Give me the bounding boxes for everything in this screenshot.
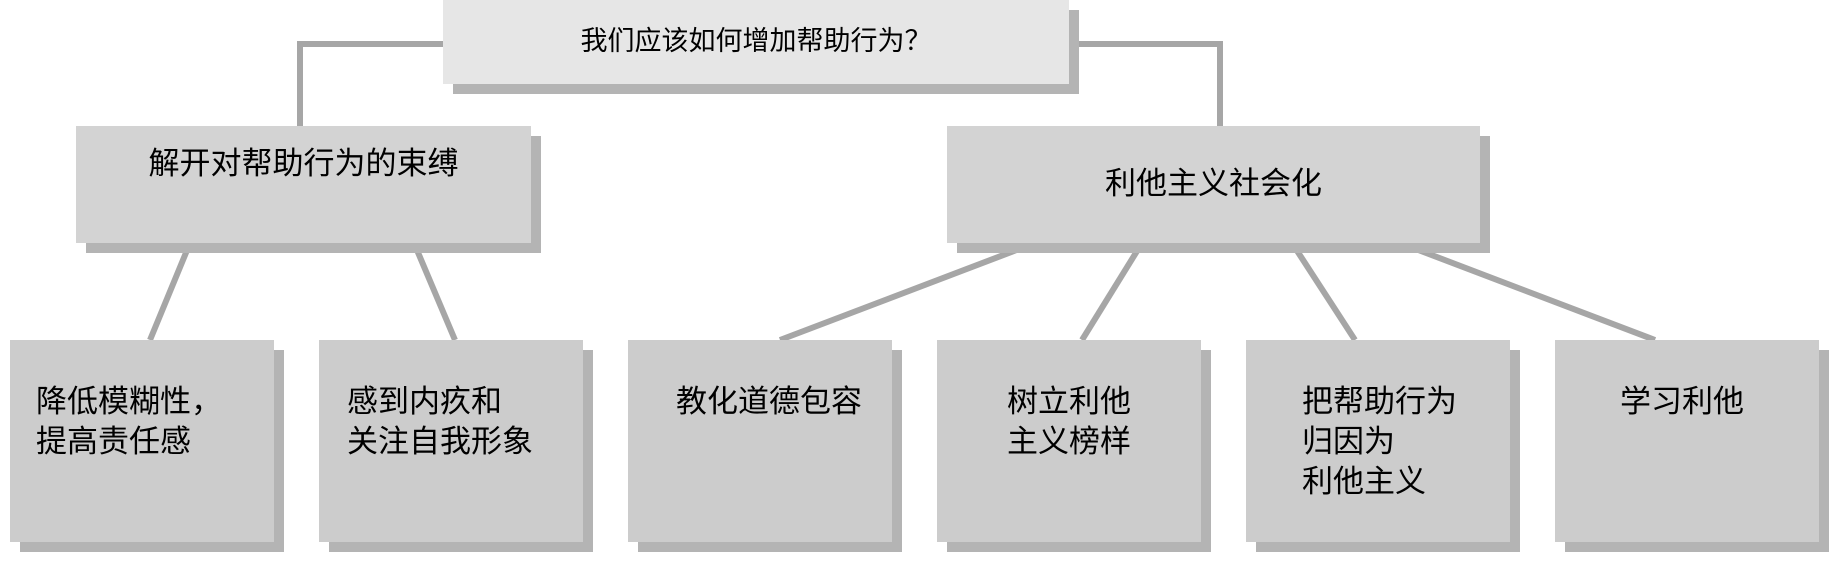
connector-root-to-left xyxy=(297,41,445,126)
branch-node-right-label: 利他主义社会化 xyxy=(1105,166,1322,202)
leaf-node: 感到内疚和 关注自我形象 xyxy=(319,340,593,552)
leaf-node: 树立利他 主义榜样 xyxy=(937,340,1211,552)
branch-node-left: 解开对帮助行为的束缚 xyxy=(76,126,541,253)
leaf-node-box: 树立利他 主义榜样 xyxy=(937,340,1201,542)
connector-root-to-right xyxy=(1075,41,1223,126)
connector-right-to-leaf-6 xyxy=(1398,240,1657,343)
connector-right-to-leaf-5 xyxy=(1289,241,1358,342)
branch-node-right-box: 利他主义社会化 xyxy=(947,126,1480,243)
branch-node-right: 利他主义社会化 xyxy=(947,126,1490,253)
leaf-node: 学习利他 xyxy=(1555,340,1829,552)
root-node: 我们应该如何增加帮助行为？ xyxy=(443,0,1079,94)
leaf-node-label: 学习利他 xyxy=(1620,384,1744,420)
root-node-box: 我们应该如何增加帮助行为？ xyxy=(443,0,1069,84)
leaf-node: 降低模糊性， 提高责任感 xyxy=(10,340,284,552)
leaf-node: 把帮助行为 归因为 利他主义 xyxy=(1246,340,1520,552)
leaf-node-label: 教化道德包容 xyxy=(676,384,862,420)
leaf-node-box: 把帮助行为 归因为 利他主义 xyxy=(1246,340,1510,542)
leaf-node-box: 教化道德包容 xyxy=(628,340,892,542)
branch-node-left-label: 解开对帮助行为的束缚 xyxy=(148,146,459,182)
leaf-node-label: 感到内疚和 关注自我形象 xyxy=(347,384,533,460)
connector-right-to-leaf-4 xyxy=(1079,241,1145,342)
connector-left-to-leaf-1 xyxy=(147,241,193,342)
leaf-node-label: 把帮助行为 归因为 利他主义 xyxy=(1302,384,1457,500)
leaf-node-box: 降低模糊性， 提高责任感 xyxy=(10,340,274,542)
connector-left-to-leaf-2 xyxy=(411,241,458,342)
leaf-node-label: 树立利他 主义榜样 xyxy=(1007,384,1131,460)
leaf-node: 教化道德包容 xyxy=(628,340,902,552)
connector-right-to-leaf-3 xyxy=(778,240,1037,343)
root-node-label: 我们应该如何增加帮助行为？ xyxy=(580,26,932,57)
branch-node-left-box: 解开对帮助行为的束缚 xyxy=(76,126,531,243)
leaf-node-box: 感到内疚和 关注自我形象 xyxy=(319,340,583,542)
leaf-node-label: 降低模糊性， 提高责任感 xyxy=(36,384,222,460)
leaf-node-box: 学习利他 xyxy=(1555,340,1819,542)
